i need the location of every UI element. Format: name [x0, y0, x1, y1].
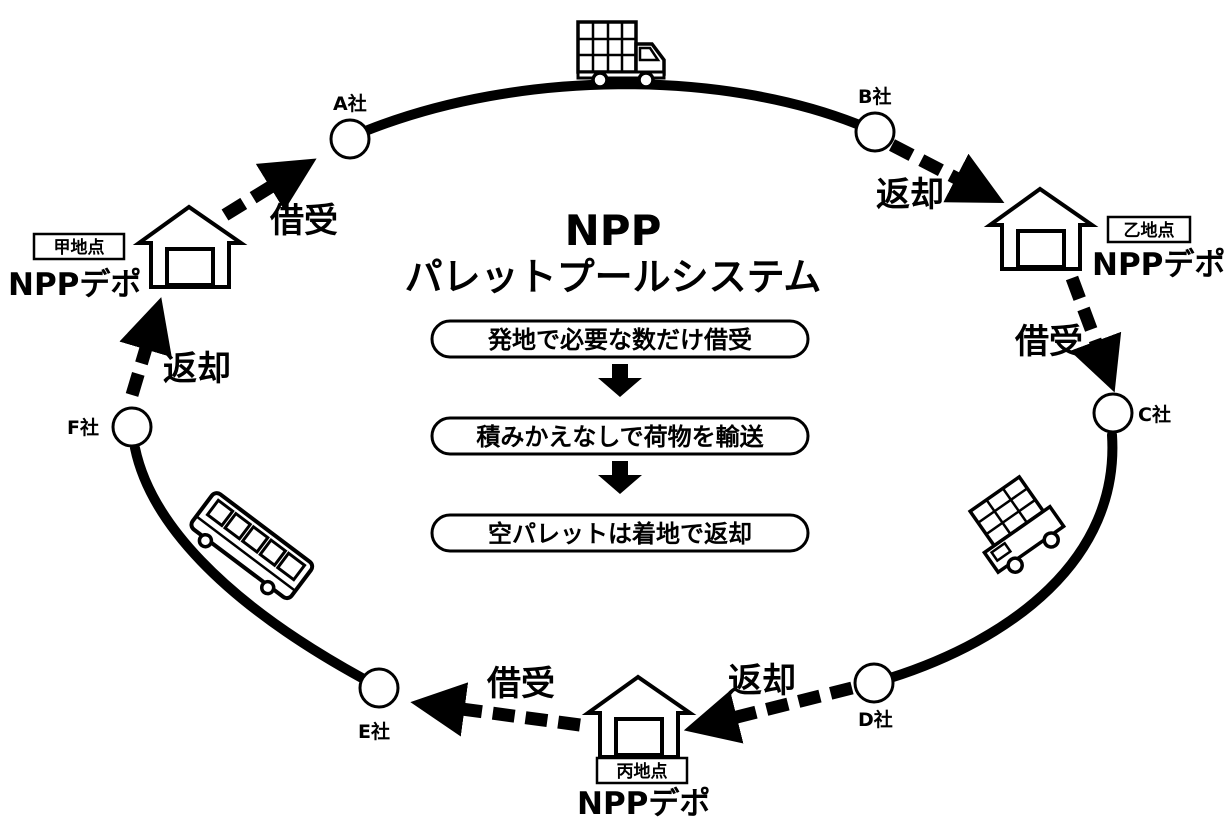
depot-name-otsu: NPPデポ — [1092, 247, 1225, 283]
warehouse-icon — [983, 186, 1099, 271]
arrow-return-d-to-hei — [683, 681, 854, 744]
step-text-1: 発地で必要な数だけ借受 — [487, 326, 752, 354]
company-node-d — [853, 662, 895, 704]
step-text-2: 積みかえなしで荷物を輸送 — [476, 423, 764, 451]
depot-location-box-otsu — [1106, 215, 1192, 244]
depot-location-hei: 丙地点 — [617, 761, 668, 782]
truck-icon — [576, 20, 666, 89]
route-e-to-f — [130, 443, 367, 683]
action-label-return-f-kou: 返却 — [163, 349, 231, 389]
company-label-e: E社 — [358, 720, 390, 743]
company-node-b — [854, 111, 896, 153]
action-label-borrow-kou-a: 借受 — [269, 201, 338, 241]
step-box-3 — [430, 513, 810, 553]
depot-location-otsu: 乙地点 — [1124, 220, 1175, 241]
company-node-a — [329, 118, 371, 160]
step-text-3: 空パレットは着地で返却 — [488, 520, 752, 548]
warehouse-icon — [132, 204, 248, 289]
step-box-1 — [430, 319, 810, 359]
depot-location-box-kou — [32, 232, 126, 261]
bus-icon — [189, 491, 315, 601]
arrow-return-b-to-otsu — [889, 139, 1005, 204]
van-icon — [967, 474, 1067, 575]
action-label-borrow-otsu-c: 借受 — [1014, 322, 1083, 362]
company-node-e — [358, 667, 400, 709]
company-label-a: A社 — [333, 92, 367, 115]
company-label-f: F社 — [67, 416, 99, 439]
depot-name-hei: NPPデポ — [577, 786, 710, 819]
company-node-f — [111, 406, 153, 448]
depot-location-kou: 甲地点 — [54, 237, 105, 258]
action-label-return-b-otsu: 返却 — [876, 175, 944, 215]
route-a-to-b — [363, 79, 862, 135]
depot-location-box-hei — [595, 756, 689, 785]
route-c-to-d — [885, 430, 1118, 683]
depot-name-kou: NPPデポ — [8, 267, 141, 303]
step-box-2 — [430, 416, 810, 456]
company-label-b: B社 — [858, 85, 891, 108]
arrow-borrow-kou-to-a — [221, 158, 317, 221]
action-label-borrow-hei-e: 借受 — [486, 664, 555, 704]
company-label-c: C社 — [1138, 403, 1171, 426]
arrow-borrow-otsu-to-c — [1065, 275, 1122, 393]
arrow-return-f-to-kou — [119, 297, 172, 397]
action-label-return-d-hei: 返却 — [728, 661, 796, 701]
company-node-c — [1092, 392, 1134, 434]
arrow-borrow-hei-to-e — [410, 682, 581, 737]
warehouse-icon — [581, 674, 697, 759]
down-arrow-icon — [598, 364, 642, 397]
down-arrow-icon — [598, 461, 642, 494]
company-label-d: D社 — [858, 708, 893, 731]
diagram-subtitle: パレットプールシステム — [405, 255, 822, 299]
diagram-title: NPP — [565, 206, 662, 255]
